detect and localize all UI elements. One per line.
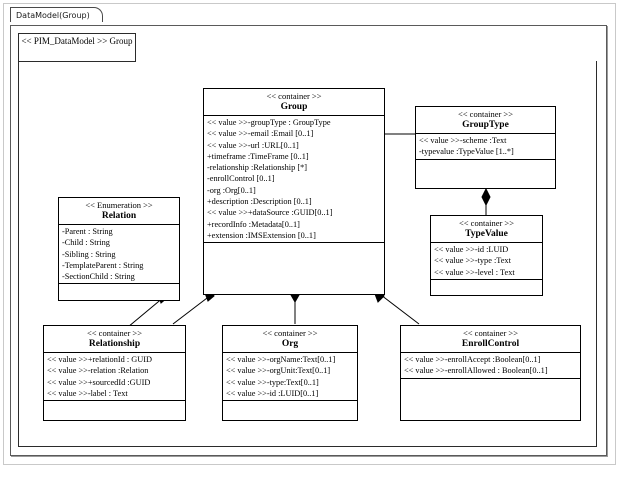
attribute-row: << value >>-id :LUID (434, 245, 509, 254)
class-header-enrollcontrol: << container >> EnrollControl (401, 326, 580, 353)
class-stereotype: << container >> (262, 328, 318, 338)
class-box-group[interactable]: << container >> Group << value >>-groupT… (203, 88, 385, 295)
attribute-row: << value >>-groupType : GroupType (207, 118, 331, 127)
class-operations-relationship (44, 401, 185, 414)
attribute-row: -enrollControl [0..1] (207, 174, 275, 184)
attribute-row: << value >>-relation :Relation (47, 366, 149, 376)
class-header-grouptype: << container >> GroupType (416, 107, 555, 134)
class-operations-group (204, 243, 384, 256)
attribute-row: +description :Description [0..1] (207, 197, 312, 207)
class-header-relation: << Enumeration >> Relation (59, 198, 179, 225)
attribute-row: << value >>-label : Text (47, 388, 128, 398)
class-operations-grouptype (416, 160, 555, 173)
class-box-grouptype[interactable]: << container >> GroupType << value >>-sc… (415, 106, 556, 189)
tab-datamodel-group[interactable]: DataModel(Group) (10, 7, 103, 22)
class-stereotype: << container >> (457, 109, 514, 119)
class-name: Relation (101, 211, 137, 221)
class-name: Group (280, 102, 308, 112)
attribute-row: << value >>-enrollAllowed : Boolean[0..1… (404, 366, 548, 376)
class-stereotype: << container >> (458, 218, 515, 228)
attribute-row: << value >>+relationId : GUID (47, 355, 152, 364)
class-box-relationship[interactable]: << container >> Relationship << value >>… (43, 325, 186, 421)
class-header-relationship: << container >> Relationship (44, 326, 185, 353)
class-attributes-grouptype: << value >>-scheme :Text -typevalue :Typ… (416, 134, 555, 160)
attribute-row: -TemplateParent : String (62, 260, 144, 270)
class-name: GroupType (462, 120, 509, 130)
attribute-row: << value >>-scheme :Text (419, 136, 507, 145)
class-attributes-group: << value >>-groupType : GroupType << val… (204, 116, 384, 244)
class-operations-org (223, 401, 357, 414)
attribute-row: << value >>-type:Text[0..1] (226, 377, 319, 387)
attribute-row: -SectionChild : String (62, 272, 135, 282)
class-box-org[interactable]: << container >> Org << value >>-orgName:… (222, 325, 358, 421)
attribute-row: -Child : String (62, 238, 110, 248)
package-name: Group (109, 36, 133, 46)
attribute-row: +recordInfo :Metadata[0..1] (207, 219, 300, 229)
attribute-row: << value >>-type :Text (434, 256, 511, 266)
attribute-row: +timeframe :TimeFrame [0..1] (207, 151, 309, 161)
class-attributes-typevalue: << value >>-id :LUID << value >>-type :T… (431, 243, 542, 280)
class-operations-relation (59, 284, 179, 297)
attribute-row: << value >>-id :LUID[0..1] (226, 388, 319, 398)
class-name: TypeValue (465, 229, 508, 239)
attribute-row: << value >>-url :URL[0..1] (207, 140, 299, 150)
class-box-typevalue[interactable]: << container >> TypeValue << value >>-id… (430, 215, 543, 296)
attribute-row: << value >>-enrollAccept :Boolean[0..1] (404, 355, 541, 364)
class-attributes-org: << value >>-orgName:Text[0..1] << value … (223, 353, 357, 402)
package-header: << PIM_DataModel >> Group (18, 33, 136, 62)
attribute-row: -relationship :Relationship [*] (207, 163, 308, 173)
attribute-row: << value >>-level : Text (434, 267, 515, 277)
attribute-row: << value >>-orgName:Text[0..1] (226, 355, 336, 364)
class-name: Org (281, 339, 299, 349)
class-operations-typevalue (431, 280, 542, 293)
class-attributes-relation: -Parent : String -Child : String -Siblin… (59, 225, 179, 285)
class-header-org: << container >> Org (223, 326, 357, 353)
class-header-typevalue: << container >> TypeValue (431, 216, 542, 243)
attribute-row: << value >>+sourcedId :GUID (47, 377, 151, 387)
class-stereotype: << Enumeration >> (85, 200, 153, 210)
class-header-group: << container >> Group (204, 89, 384, 116)
class-name: EnrollControl (461, 339, 520, 349)
class-name: Relationship (88, 339, 141, 349)
attribute-row: -Sibling : String (62, 249, 116, 259)
attribute-row: << value >>-email :Email [0..1] (207, 129, 314, 139)
class-attributes-relationship: << value >>+relationId : GUID << value >… (44, 353, 185, 402)
package-stereotype: << PIM_DataModel >> (21, 36, 108, 46)
class-box-enrollcontrol[interactable]: << container >> EnrollControl << value >… (400, 325, 581, 421)
class-box-relation[interactable]: << Enumeration >> Relation -Parent : Str… (58, 197, 180, 301)
class-stereotype: << container >> (462, 328, 519, 338)
attribute-row: << value >>-orgUnit:Text[0..1] (226, 366, 331, 376)
attribute-row: +extension :IMSExtension [0..1] (207, 230, 316, 240)
attribute-row: -Parent : String (62, 227, 113, 236)
attribute-row: -typevalue :TypeValue [1..*] (419, 147, 514, 157)
class-operations-enrollcontrol (401, 379, 580, 392)
class-stereotype: << container >> (86, 328, 143, 338)
attribute-row: << value >>+dataSource :GUID[0..1] (207, 208, 333, 218)
class-attributes-enrollcontrol: << value >>-enrollAccept :Boolean[0..1] … (401, 353, 580, 379)
package-body (18, 61, 597, 447)
class-stereotype: << container >> (266, 91, 322, 101)
attribute-row: -org :Org[0..1] (207, 185, 256, 195)
